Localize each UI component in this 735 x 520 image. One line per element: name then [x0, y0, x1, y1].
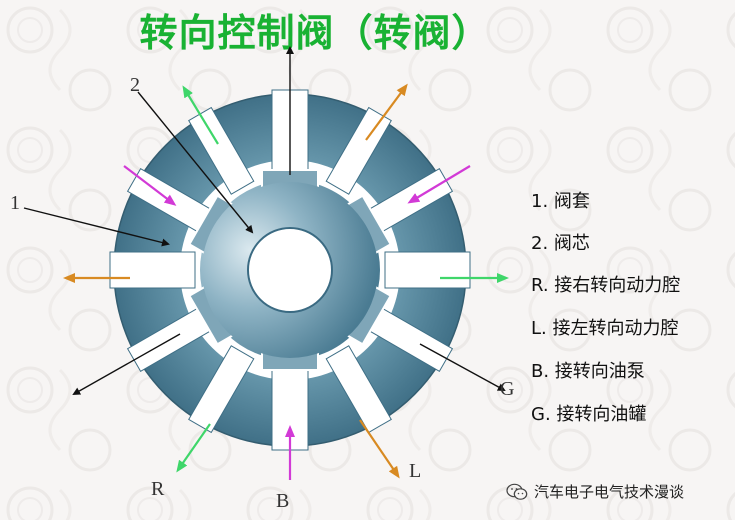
leader-line-g: [419, 343, 506, 391]
legend-item-spool: 2. 阀芯: [531, 233, 590, 254]
callout-l: L: [409, 460, 422, 482]
orange-arrow: [365, 83, 408, 141]
legend-item-reservoir: G. 接转向油罐: [531, 404, 647, 425]
leader-line-1: [23, 207, 170, 247]
slot: [188, 345, 255, 434]
green-arrow: [176, 423, 211, 473]
callout-g: G: [500, 378, 515, 400]
orange-arrow: [359, 419, 400, 479]
slot: [384, 251, 471, 289]
spool-bore: [247, 227, 333, 313]
wechat-icon: [506, 483, 528, 500]
valve-spool: [188, 169, 392, 371]
legend-item-pump: B. 接转向油泵: [531, 361, 645, 382]
slot: [325, 345, 392, 434]
callout-r: R: [151, 478, 165, 500]
watermark-text: 汽车电子电气技术漫谈: [534, 483, 685, 501]
callout-1: 1: [10, 192, 20, 214]
legend-item-right-chamber: R. 接右转向动力腔: [531, 275, 681, 296]
page-title: 转向控制阀（转阀）: [139, 11, 491, 55]
callout-2: 2: [130, 74, 140, 96]
callout-b: B: [276, 490, 290, 512]
legend-item-sleeve: 1. 阀套: [531, 191, 590, 212]
magenta-arrow: [123, 165, 177, 206]
watermark: 汽车电子电气技术漫谈: [506, 481, 684, 502]
slot: [109, 251, 196, 289]
leader-line-2: [137, 91, 254, 234]
leader-line-left-low: [72, 333, 181, 395]
magenta-arrow: [407, 165, 471, 204]
green-arrow: [182, 85, 219, 145]
legend-item-left-chamber: L. 接左转向动力腔: [531, 318, 679, 339]
